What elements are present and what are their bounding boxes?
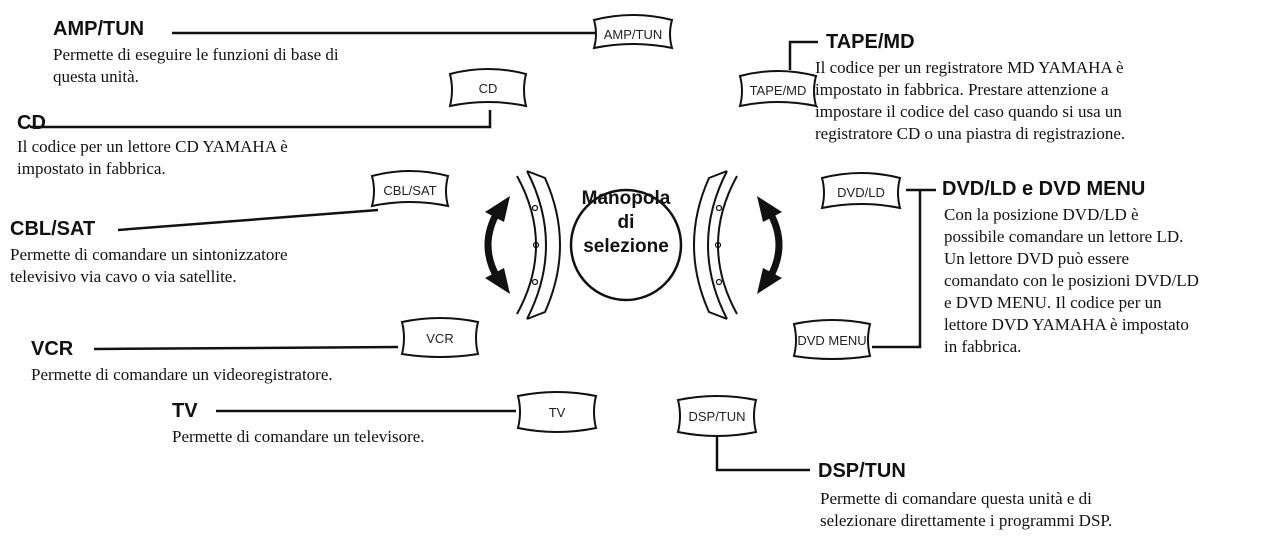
tape-md-desc-line: Il codice per un registratore MD YAMAHA … [815, 58, 1124, 77]
vcr-description: Permette di comandare un videoregistrato… [31, 364, 333, 386]
leader-cd [30, 110, 492, 129]
leader-dvd-menu [872, 190, 922, 349]
cd-desc-line: Il codice per un lettore CD YAMAHA è [17, 137, 288, 156]
dial-label-line1: Manopola [581, 188, 671, 209]
tape-md-desc-line: impostare il codice del caso quando si u… [815, 102, 1122, 121]
left-rotation-arrow [484, 196, 510, 294]
dvd-ld-desc-line: Con la posizione DVD/LD è [944, 205, 1139, 224]
amp-tun-button-label: AMP/TUN [604, 27, 663, 42]
tv-button-label: TV [549, 405, 566, 420]
dvd-menu-button-label: DVD MENU [797, 333, 866, 348]
vcr-button[interactable]: VCR [398, 316, 482, 360]
tape-md-button-label: TAPE/MD [750, 83, 807, 98]
dsp-tun-title: DSP/TUN [818, 460, 906, 482]
dvd-ld-desc-line: e DVD MENU. Il codice per un [944, 293, 1162, 312]
cbl-sat-desc-line: Permette di comandare un sintonizzatore [10, 245, 288, 264]
dvd-ld-desc-line: lettore DVD YAMAHA è impostato [944, 315, 1189, 334]
cbl-sat-button-label: CBL/SAT [383, 183, 436, 198]
cbl-sat-button[interactable]: CBL/SAT [368, 168, 452, 210]
leader-vcr [93, 345, 399, 351]
tape-md-title: TAPE/MD [826, 31, 915, 53]
cbl-sat-description: Permette di comandare un sintonizzatore … [10, 244, 288, 288]
amp-tun-button[interactable]: AMP/TUN [590, 12, 676, 52]
tv-desc-line: Permette di comandare un televisore. [172, 427, 425, 446]
leader-tape-md [788, 40, 818, 70]
vcr-button-label: VCR [426, 331, 453, 346]
vcr-desc-line: Permette di comandare un videoregistrato… [31, 365, 333, 384]
dsp-tun-button[interactable]: DSP/TUN [674, 394, 760, 438]
dvd-menu-button[interactable]: DVD MENU [790, 318, 874, 362]
dsp-tun-desc-line: selezionare direttamente i programmi DSP… [820, 511, 1113, 530]
dial-label-line3: selezione [583, 236, 669, 257]
cd-title: CD [17, 112, 46, 134]
tv-button[interactable]: TV [514, 390, 600, 434]
dial-label: Manopola di selezione [567, 187, 685, 259]
amp-tun-desc-line: questa unità. [53, 67, 139, 86]
dsp-tun-button-label: DSP/TUN [688, 409, 745, 424]
tape-md-desc-line: registratore CD o una piastra di registr… [815, 124, 1126, 143]
dvd-ld-button-label: DVD/LD [837, 185, 885, 200]
dvd-ld-desc-line: Un lettore DVD può essere [944, 249, 1130, 268]
tape-md-button[interactable]: TAPE/MD [736, 68, 820, 110]
cbl-sat-title: CBL/SAT [10, 218, 96, 240]
amp-tun-desc-line: Permette di eseguire le funzioni di base… [53, 45, 339, 64]
leader-cbl-sat [117, 208, 379, 232]
cd-button-label: CD [479, 81, 498, 96]
dvd-ld-desc-line: possibile comandare un lettore LD. [944, 227, 1184, 246]
dvd-ld-description: Con la posizione DVD/LD è possibile coma… [944, 204, 1199, 358]
dvd-ld-title: DVD/LD e DVD MENU [942, 178, 1146, 200]
dsp-tun-desc-line: Permette di comandare questa unità e di [820, 489, 1092, 508]
tv-description: Permette di comandare un televisore. [172, 426, 425, 448]
tape-md-desc-line: impostato in fabbrica. Prestare attenzio… [815, 80, 1109, 99]
tv-title: TV [172, 400, 198, 422]
dvd-ld-button[interactable]: DVD/LD [818, 170, 904, 212]
amp-tun-title: AMP/TUN [53, 18, 145, 40]
left-dial-bracket [516, 170, 561, 320]
cd-description: Il codice per un lettore CD YAMAHA è imp… [17, 136, 288, 180]
amp-tun-description: Permette di eseguire le funzioni di base… [53, 44, 339, 88]
tape-md-description: Il codice per un registratore MD YAMAHA … [815, 57, 1125, 145]
vcr-title: VCR [31, 338, 74, 360]
cd-button[interactable]: CD [446, 66, 530, 110]
cbl-sat-desc-line: televisivo via cavo o via satellite. [10, 267, 237, 286]
cd-desc-line: impostato in fabbrica. [17, 159, 166, 178]
dsp-tun-description: Permette di comandare questa unità e di … [820, 488, 1112, 532]
dial-label-line2: di [617, 212, 635, 233]
dvd-ld-desc-line: comandato con le posizioni DVD/LD [944, 271, 1199, 290]
dvd-ld-desc-line: in fabbrica. [944, 337, 1022, 356]
dial-circle [569, 188, 683, 302]
right-rotation-arrow [757, 196, 783, 294]
right-dial-bracket [693, 170, 738, 320]
leader-dsp-tun [715, 430, 810, 472]
